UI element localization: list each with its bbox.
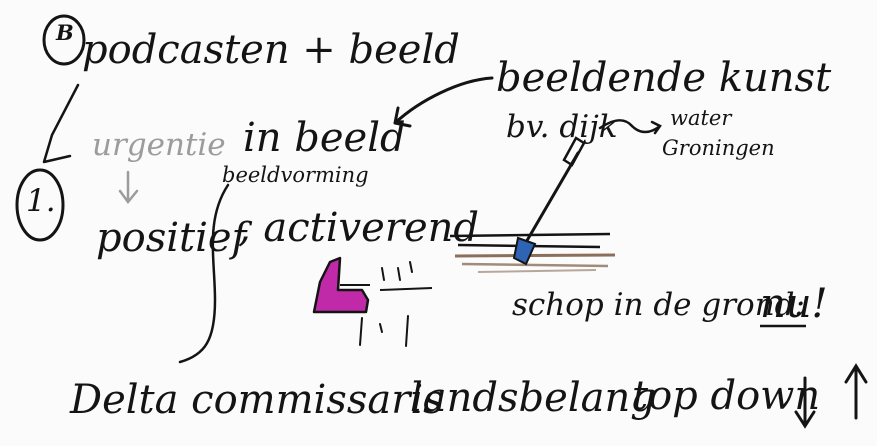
- water-note: water: [670, 106, 732, 130]
- urgentie-note: urgentie: [92, 127, 226, 163]
- top-down-note: top down: [632, 373, 821, 419]
- delta-note: Delta commissaris: [70, 377, 444, 423]
- arrow-icon: [178, 183, 230, 364]
- activerend-note: , activerend: [238, 205, 479, 251]
- number-label: 1.: [26, 183, 56, 219]
- arrow-icon: [42, 83, 80, 164]
- groningen-note: Groningen: [662, 136, 775, 160]
- down-arrow-icon: [118, 170, 139, 205]
- circle-icon: [42, 14, 86, 66]
- schop-note: schop in de grond:: [512, 287, 805, 323]
- nu-note: nu!: [760, 281, 828, 327]
- circle-icon: [15, 168, 65, 242]
- in-beeld-note: in beeld: [243, 115, 406, 161]
- podcast-note: podcasten + beeld: [82, 27, 460, 73]
- positief-note: positief: [96, 215, 247, 261]
- beeldvorming-note: beeldvorming: [222, 163, 369, 187]
- section-id: B: [56, 20, 74, 45]
- shovel-icon: [512, 136, 586, 266]
- bv-dijk-note: bv. dijk: [506, 109, 618, 145]
- landsbelang-note: landsbelang: [410, 375, 656, 421]
- beeldende-kunst-note: beeldende kunst: [496, 55, 832, 101]
- boot-icon: [312, 256, 370, 314]
- spark-icon: [359, 261, 433, 347]
- up-arrow-icon: [844, 363, 868, 420]
- arrow-icon: [393, 76, 494, 128]
- down-arrow-icon: [794, 376, 816, 429]
- arrow-icon: [598, 119, 662, 135]
